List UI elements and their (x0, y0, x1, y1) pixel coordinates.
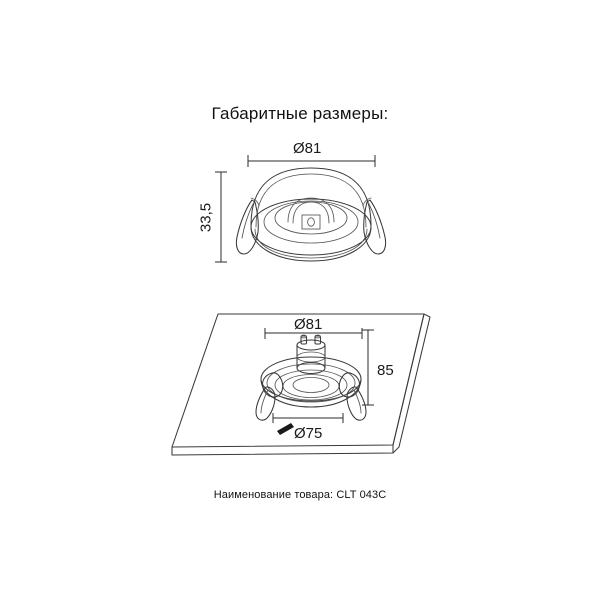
downlight-fixture-iso (255, 334, 367, 421)
product-name-caption: Наименование товара: CLT 043C (213, 489, 387, 501)
dim-label-diameter-75: Ø75 (294, 425, 323, 442)
dim-label-diameter-81-top: Ø81 (293, 140, 322, 157)
dim-label-depth-85: 85 (377, 362, 394, 379)
iso-view-drawing (171, 313, 431, 456)
dim-label-diameter-81-iso: Ø81 (294, 316, 323, 333)
dimension-height-335 (215, 171, 227, 263)
downlight-housing-side (235, 167, 387, 262)
gu10-lamp-socket (296, 334, 326, 375)
ceiling-panel (171, 313, 431, 456)
page-title: Габаритные размеры: (211, 104, 389, 123)
spring-clip-left (255, 372, 284, 421)
gu10-pins (300, 334, 322, 345)
spring-clip-right (338, 372, 367, 421)
dimension-diameter-75 (272, 413, 344, 435)
dimension-depth-85 (362, 329, 374, 406)
side-view-drawing (215, 155, 387, 263)
dimension-diameter-81-top (247, 155, 376, 167)
dim-label-height-335: 33,5 (197, 202, 215, 233)
